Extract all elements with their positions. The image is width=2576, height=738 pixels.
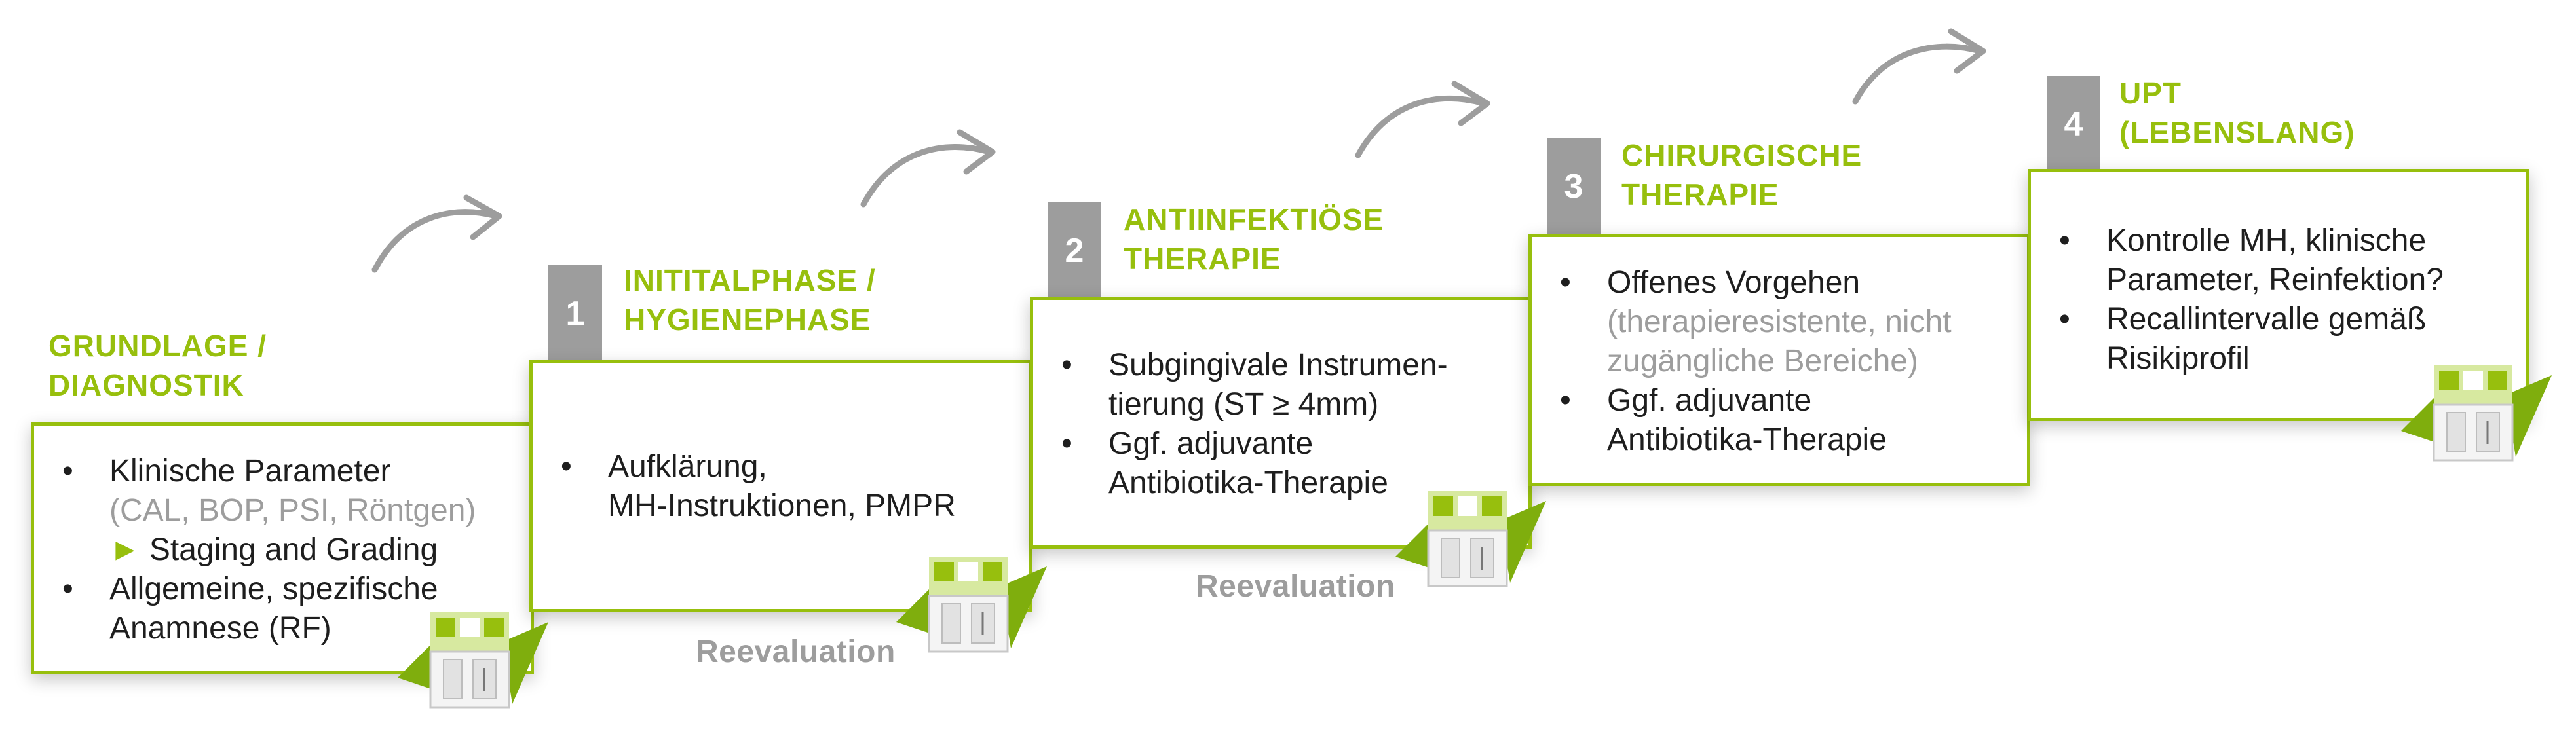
bullet-item: Aufklärung, MH-Instruktionen, PMPR — [561, 447, 956, 526]
bullet-list: Offenes Vorgehen (therapieresistente, ni… — [1560, 263, 1952, 460]
product-kit-icon — [896, 557, 1047, 653]
bullet-text: Aufklärung, — [608, 449, 767, 484]
bullet-text: MH-Instruktionen, PMPR — [608, 489, 956, 523]
step-title-line: ANTIINFEKTIÖSE — [1124, 202, 1384, 236]
bullet-text: Kontrolle MH, klinische — [2106, 223, 2427, 258]
step-title-line: GRUNDLAGE / — [48, 329, 267, 363]
bullet-item: Recallintervalle gemäß Risikiprofil — [2059, 300, 2444, 378]
product-kit-icon — [1395, 491, 1546, 587]
bullet-text: Recallintervalle gemäß — [2106, 302, 2427, 337]
bullet-text: Subgingivale Instrumen- — [1108, 348, 1448, 382]
bullet-text: Antibiotika-Therapie — [1108, 466, 1388, 500]
step-card-diagnostik: Klinische Parameter (CAL, BOP, PSI, Rönt… — [31, 422, 534, 674]
step-title-line: (LEBENSLANG) — [2119, 115, 2355, 149]
step-title-line: INITITALPHASE / — [624, 263, 876, 297]
bullet-subline: ► Staging and Grading — [109, 530, 476, 570]
bullet-text: Offenes Vorgehen — [1607, 265, 1861, 300]
curved-arrow-icon — [1852, 28, 1986, 105]
step-title: CHIRURGISCHE THERAPIE — [1621, 136, 1862, 214]
bullet-item: Ggf. adjuvante Antibiotika-Therapie — [1061, 424, 1448, 503]
step-title-line: UPT — [2119, 76, 2182, 110]
step-title-line: HYGIENEPHASE — [624, 303, 871, 337]
bullet-item: Klinische Parameter (CAL, BOP, PSI, Rönt… — [62, 452, 476, 570]
bullet-item: Kontrolle MH, klinische Parameter, Reinf… — [2059, 221, 2444, 300]
product-kit-icon — [398, 612, 548, 709]
bullet-item: Offenes Vorgehen (therapieresistente, ni… — [1560, 263, 1952, 381]
step-number-badge: 3 — [1547, 138, 1601, 236]
bullet-text: Ggf. adjuvante — [1108, 426, 1314, 461]
bullet-list: Kontrolle MH, klinische Parameter, Reinf… — [2059, 221, 2444, 378]
bullet-text: Ggf. adjuvante — [1607, 383, 1812, 418]
bullet-text-secondary: zugängliche Bereiche) — [1607, 344, 1918, 378]
bullet-item: Allgemeine, spezifische Anamnese (RF) — [62, 570, 476, 648]
curved-arrow-icon — [1355, 81, 1490, 158]
bullet-text: Allgemeine, spezifische — [109, 572, 438, 606]
bullet-text: Parameter, Reinfektion? — [2106, 263, 2444, 297]
bullet-text-secondary: (therapieresistente, nicht — [1607, 304, 1952, 339]
curved-arrow-icon — [860, 129, 996, 208]
step-title: UPT (LEBENSLANG) — [2119, 73, 2355, 152]
bullet-list: Klinische Parameter (CAL, BOP, PSI, Rönt… — [62, 452, 476, 648]
step-title: ANTIINFEKTIÖSE THERAPIE — [1124, 200, 1384, 278]
curved-arrow-icon — [371, 194, 502, 273]
bullet-item: Ggf. adjuvante Antibiotika-Therapie — [1560, 381, 1952, 460]
bullet-list: Aufklärung, MH-Instruktionen, PMPR — [561, 447, 956, 526]
step-title-line: THERAPIE — [1124, 242, 1281, 276]
step-title-line: THERAPIE — [1621, 177, 1779, 212]
step-title: INITITALPHASE / HYGIENEPHASE — [624, 261, 876, 339]
step-title-line: DIAGNOSTIK — [48, 368, 244, 402]
bullet-text: Antibiotika-Therapie — [1607, 422, 1887, 457]
step-card-chirurgisch: Offenes Vorgehen (therapieresistente, ni… — [1528, 234, 2030, 486]
step-number-badge: 4 — [2047, 76, 2100, 173]
bullet-text: Anamnese (RF) — [109, 611, 331, 646]
step-number-badge: 1 — [548, 265, 602, 362]
step-number-badge: 2 — [1048, 202, 1101, 300]
step-title-line: CHIRURGISCHE — [1621, 138, 1863, 172]
bullet-text: Risikiprofil — [2106, 341, 2250, 376]
bullet-text: tierung (ST ≥ 4mm) — [1108, 387, 1379, 422]
bullet-list: Subgingivale Instrumen- tierung (ST ≥ 4m… — [1061, 346, 1448, 503]
bullet-triangle-icon: ► — [109, 532, 141, 567]
reevaluation-label: Reevaluation — [696, 635, 896, 669]
bullet-text: Staging and Grading — [149, 532, 438, 567]
bullet-text: Klinische Parameter — [109, 454, 391, 489]
product-kit-icon — [2401, 365, 2552, 462]
reevaluation-label: Reevaluation — [1196, 569, 1395, 604]
step-title: GRUNDLAGE / DIAGNOSTIK — [48, 326, 267, 405]
bullet-item: Subgingivale Instrumen- tierung (ST ≥ 4m… — [1061, 346, 1448, 424]
step-card-antiinfektioes: Subgingivale Instrumen- tierung (ST ≥ 4m… — [1030, 297, 1532, 549]
bullet-text-secondary: (CAL, BOP, PSI, Röntgen) — [109, 493, 476, 528]
